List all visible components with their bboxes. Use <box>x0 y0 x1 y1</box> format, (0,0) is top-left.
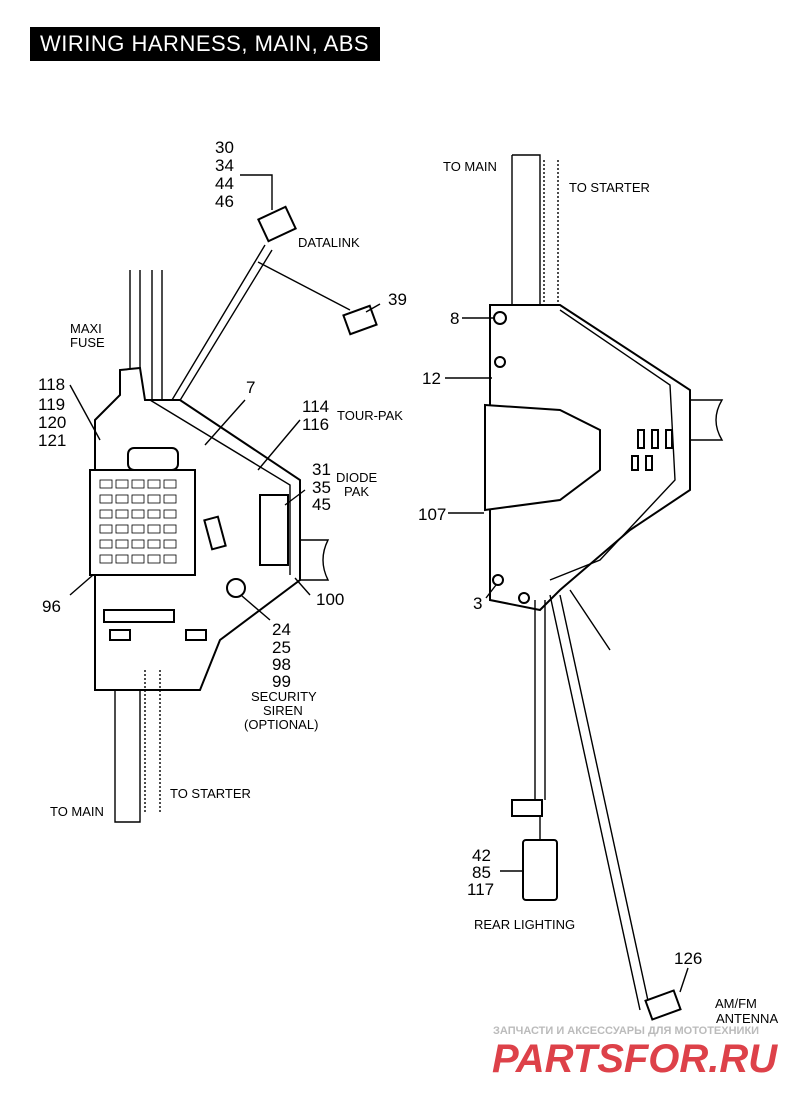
bottom-slot <box>103 609 175 623</box>
leader-96 <box>69 574 94 596</box>
callout-85: 85 <box>472 863 491 882</box>
antenna-wire <box>549 594 651 1011</box>
right-mount-tab <box>690 399 724 441</box>
page-title: WIRING HARNESS, MAIN, ABS <box>40 31 370 56</box>
left-mount-tab <box>300 539 330 581</box>
rear-lighting-wire <box>534 600 546 800</box>
slot-5 <box>645 455 653 471</box>
title-bar: WIRING HARNESS, MAIN, ABS <box>30 27 380 61</box>
callout-24: 24 <box>272 620 291 639</box>
module-107 <box>484 403 601 512</box>
antenna-connector <box>644 989 682 1021</box>
maxi-fuse <box>127 447 179 471</box>
leader-39 <box>365 303 381 313</box>
callout-46: 46 <box>215 192 234 211</box>
callout-35: 35 <box>312 478 331 497</box>
watermark-logo: PARTSFOR.RU <box>492 1037 778 1081</box>
callout-39: 39 <box>388 290 407 309</box>
callout-42: 42 <box>472 846 491 865</box>
leader-100 <box>294 577 311 596</box>
rear-lighting-connector <box>522 839 558 901</box>
screw-bottom <box>518 592 530 604</box>
rear-lighting-label: REAR LIGHTING <box>474 917 575 932</box>
connector-39 <box>342 304 378 336</box>
maxi-label: MAXI <box>70 321 102 336</box>
siren-connector <box>226 578 246 598</box>
datalink-label: DATALINK <box>298 235 360 250</box>
siren-label-3: (OPTIONAL) <box>244 717 318 732</box>
callout-31: 31 <box>312 460 331 479</box>
callout-107: 107 <box>418 505 446 524</box>
screw-8 <box>493 311 507 325</box>
housing-inner-edge <box>149 399 291 575</box>
antenna-label-2: ANTENNA <box>716 1011 778 1026</box>
pak-label: PAK <box>344 484 369 499</box>
callout-117: 117 <box>467 880 494 899</box>
callout-96: 96 <box>42 597 61 616</box>
left-to-starter-conduit <box>144 670 161 812</box>
leader-126 <box>679 967 689 993</box>
left-to-main-wire <box>114 690 141 823</box>
callout-118: 118 <box>38 375 65 394</box>
leader-diode <box>284 489 306 506</box>
tourpak-connector <box>203 515 227 551</box>
screw-3 <box>492 574 504 586</box>
callout-99: 99 <box>272 672 291 691</box>
callout-98: 98 <box>272 655 291 674</box>
screw-12 <box>494 356 506 368</box>
leader-fuse <box>69 384 101 441</box>
callout-116: 116 <box>302 415 329 434</box>
diode-pak <box>259 494 289 566</box>
callout-126: 126 <box>674 949 702 968</box>
callout-120: 120 <box>38 413 66 432</box>
callout-44: 44 <box>215 174 234 193</box>
siren-label-1: SECURITY <box>251 689 317 704</box>
callout-100: 100 <box>316 590 344 609</box>
slot-3 <box>665 429 673 449</box>
callout-34: 34 <box>215 156 234 175</box>
callout-30: 30 <box>215 138 234 157</box>
bottom-clip-2 <box>185 629 207 641</box>
callout-25: 25 <box>272 638 291 657</box>
datalink-connector <box>257 205 297 243</box>
slot-2 <box>651 429 659 449</box>
fuse-grid <box>99 479 177 564</box>
siren-label-2: SIREN <box>263 703 303 718</box>
bottom-clip-1 <box>109 629 131 641</box>
antenna-label-1: AM/FM <box>715 996 757 1011</box>
callout-8: 8 <box>450 309 459 328</box>
left-to-main-label: TO MAIN <box>50 804 104 819</box>
wire-clip <box>511 799 543 817</box>
datalink-wire <box>159 244 273 421</box>
fuse-label: FUSE <box>70 335 105 350</box>
callout-12: 12 <box>422 369 441 388</box>
right-housing-inner <box>549 309 676 581</box>
leader-siren <box>241 595 271 621</box>
tourpak-label: TOUR-PAK <box>337 408 403 423</box>
datalink-wire-39 <box>257 261 351 311</box>
diode-label: DIODE <box>336 470 378 485</box>
callout-114: 114 <box>302 397 329 416</box>
left-assembly <box>69 174 381 823</box>
right-to-main-label: TO MAIN <box>443 159 497 174</box>
callout-3: 3 <box>473 594 482 613</box>
callout-119: 119 <box>38 395 65 414</box>
callout-7: 7 <box>246 378 255 397</box>
callout-121: 121 <box>38 431 66 450</box>
leader-top <box>240 174 273 210</box>
callout-45: 45 <box>312 495 331 514</box>
leader-tourpak <box>257 419 301 471</box>
slot-1 <box>637 429 645 449</box>
slot-4 <box>631 455 639 471</box>
watermark-line1: ЗАПЧАСТИ И АКСЕССУАРЫ ДЛЯ МОТОТЕХНИКИ <box>493 1025 759 1037</box>
left-harness-top <box>129 270 163 400</box>
leader-3 <box>485 584 497 599</box>
left-to-starter-label: TO STARTER <box>170 786 251 801</box>
right-assembly <box>445 154 724 1021</box>
extra-wire <box>569 589 611 651</box>
right-to-starter-label: TO STARTER <box>569 180 650 195</box>
leader-7 <box>204 399 246 446</box>
